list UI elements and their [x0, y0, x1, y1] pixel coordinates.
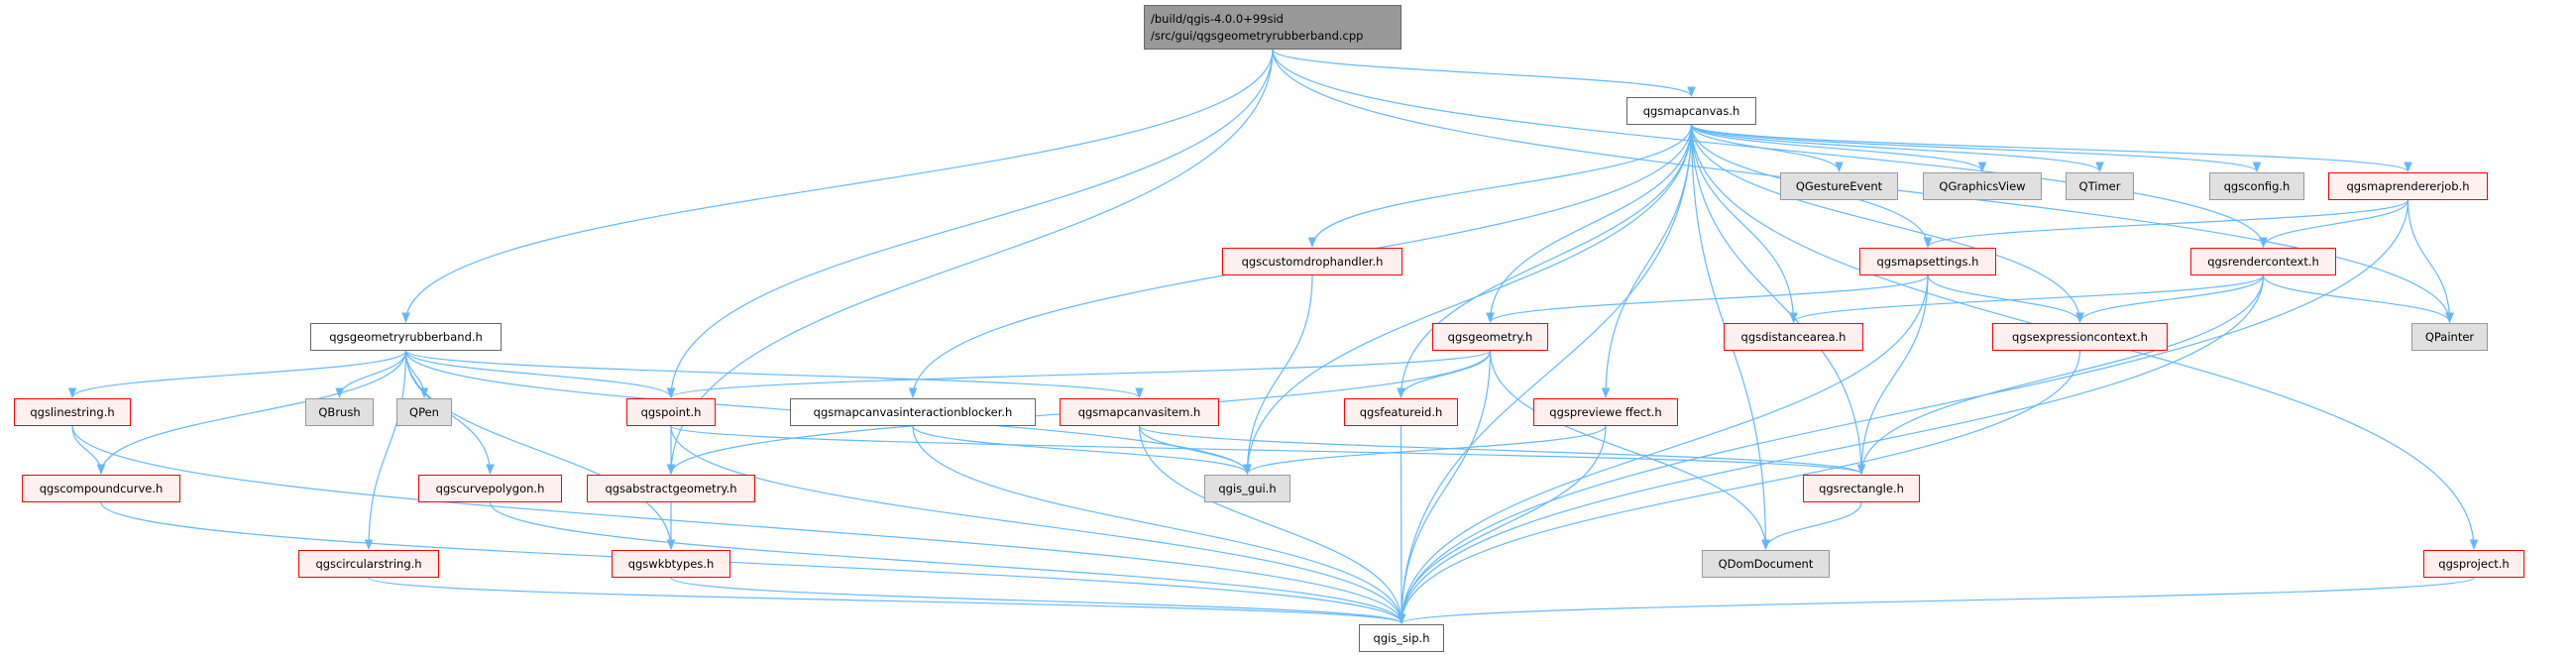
node-featureid[interactable]: qgsfeatureid.h [1344, 398, 1458, 426]
edge-rendercontext-to-distancearea [1789, 274, 2265, 324]
edge-project-to-sip [1398, 577, 2475, 625]
edge-rendercontext-to-qpainter [2262, 274, 2454, 324]
edge-rendercontext-to-expressioncontext [2075, 274, 2265, 324]
root-path-line2: /src/gui/qgsgeometryrubberband.cpp [1151, 28, 1364, 43]
node-rubberband[interactable]: qgsgeometryrubberband.h [310, 323, 502, 351]
edge-curvepolygon-to-sip [489, 501, 1406, 625]
edge-rubberband-to-compoundcurve [96, 350, 407, 476]
node-customdrop[interactable]: qgscustomdrophandler.h [1222, 248, 1402, 275]
edge-compoundcurve-to-sip [100, 501, 1406, 625]
edge-rubberband-to-wkbtypes [404, 350, 676, 551]
edge-expressioncontext-to-sip [1397, 350, 2081, 625]
node-mapcanvas[interactable]: qgsmapcanvas.h [1626, 97, 1756, 125]
edge-root-to-rubberband [401, 49, 1274, 324]
node-canvasitem[interactable]: qgsmapcanvasitem.h [1060, 398, 1219, 426]
node-point[interactable]: qgspoint.h [626, 398, 716, 426]
node-curvepolygon[interactable]: qgscurvepolygon.h [418, 475, 562, 502]
root-file-node[interactable]: /build/qgis-4.0.0+99sid /src/gui/qgsgeom… [1144, 5, 1401, 50]
node-blocker[interactable]: qgsmapcanvasinteractionblocker.h [790, 398, 1036, 426]
node-gui[interactable]: qgis_gui.h [1204, 475, 1290, 502]
edge-mapsettings-to-geometry [1486, 274, 1929, 324]
edge-mapcanvas-to-rendererjob [1690, 124, 2412, 173]
node-abstractgeometry[interactable]: qgsabstractgeometry.h [587, 475, 755, 502]
node-qpainter[interactable]: QPainter [2411, 323, 2488, 351]
edge-mapcanvas-to-config [1690, 124, 2262, 173]
edge-rubberband-to-qbrush [335, 350, 407, 399]
edge-rubberband-to-linestring [67, 350, 407, 399]
edge-mapcanvas-to-distancearea [1690, 124, 1798, 324]
edge-mapsettings-to-expressioncontext [1927, 274, 2084, 324]
node-qtimer[interactable]: QTimer [2066, 172, 2134, 200]
edge-root-to-mapcanvas [1272, 49, 1696, 98]
edge-mapcanvas-to-featureid [1397, 124, 1693, 399]
node-linestring[interactable]: qgslinestring.h [14, 398, 131, 426]
edge-canvasitem-to-gui [1138, 425, 1252, 476]
edge-mapcanvas-to-qgraphicsview [1690, 124, 1987, 173]
node-sip[interactable]: qgis_sip.h [1359, 624, 1444, 652]
edge-linestring-to-compoundcurve [71, 425, 106, 476]
node-geometry[interactable]: qgsgeometry.h [1432, 323, 1548, 351]
edge-rectangle-to-qdomdocument [1761, 501, 1862, 551]
node-qgraphicsview[interactable]: QGraphicsView [1923, 172, 2042, 200]
edge-featureid-to-sip [1397, 425, 1406, 625]
edge-canvasitem-to-rectangle [1138, 425, 1866, 476]
edge-rubberband-to-point [404, 350, 676, 399]
edge-previeweffect-to-gui [1243, 425, 1607, 476]
edge-previeweffect-to-sip [1397, 425, 1607, 625]
edge-wkbtypes-to-sip [670, 577, 1405, 625]
edge-rendererjob-to-qpainter [2407, 199, 2454, 324]
edge-mapsettings-to-rectangle [1856, 274, 1929, 476]
edge-canvasitem-to-sip [1138, 425, 1406, 625]
edge-rubberband-to-canvasitem [404, 350, 1144, 399]
node-compoundcurve[interactable]: qgscompoundcurve.h [22, 475, 180, 502]
node-qbrush[interactable]: QBrush [305, 398, 374, 426]
edge-blocker-to-sip [912, 425, 1406, 625]
node-circularstring[interactable]: qgscircularstring.h [298, 550, 439, 578]
edge-mapcanvas-to-rectangle [1690, 124, 1866, 476]
node-qgestureevent[interactable]: QGestureEvent [1780, 172, 1898, 200]
root-path-line1: /build/qgis-4.0.0+99sid [1151, 11, 1284, 26]
edge-linestring-to-sip [71, 425, 1406, 625]
edge-blocker-to-gui [912, 425, 1252, 476]
edge-mapsettings-to-sip [1397, 274, 1929, 625]
edge-geometry-to-sip [1397, 350, 1492, 625]
edge-geometry-to-featureid [1397, 350, 1492, 399]
edge-rendercontext-to-sip [1397, 274, 2265, 625]
node-rendercontext[interactable]: qgsrendercontext.h [2190, 248, 2336, 275]
edge-geometry-to-point [667, 350, 1492, 399]
node-project[interactable]: qgsproject.h [2423, 550, 2524, 578]
edge-mapcanvas-to-previeweffect [1601, 124, 1693, 399]
edge-mapcanvas-to-gui [1243, 124, 1693, 476]
node-config[interactable]: qgsconfig.h [2209, 172, 2304, 200]
edge-mapcanvas-to-qgestureevent [1690, 124, 1844, 173]
node-wkbtypes[interactable]: qgswkbtypes.h [612, 550, 730, 578]
edge-geometry-to-qdomdocument [1489, 350, 1770, 551]
edge-rendercontext-to-rectangle [1856, 274, 2265, 476]
node-mapsettings[interactable]: qgsmapsettings.h [1859, 248, 1996, 275]
edge-rubberband-to-circularstring [364, 350, 407, 551]
node-rendererjob[interactable]: qgsmaprendererjob.h [2328, 172, 2488, 200]
edge-mapcanvas-to-expressioncontext [1690, 124, 2084, 324]
edge-point-to-sip [670, 425, 1406, 625]
edge-root-to-point [666, 49, 1274, 399]
edge-circularstring-to-sip [368, 577, 1405, 625]
node-qpen[interactable]: QPen [396, 398, 452, 426]
edge-mapcanvas-to-sip [1397, 124, 1693, 625]
edge-mapcanvas-to-geometry [1486, 124, 1693, 324]
edge-point-to-rectangle [670, 425, 1865, 476]
edge-rendererjob-to-rendercontext [2259, 199, 2409, 249]
node-expressioncontext[interactable]: qgsexpressioncontext.h [1992, 323, 2168, 351]
node-rectangle[interactable]: qgsrectangle.h [1803, 475, 1920, 502]
node-qdomdocument[interactable]: QDomDocument [1702, 550, 1830, 578]
node-previeweffect[interactable]: qgspreviewe ffect.h [1533, 398, 1678, 426]
edge-mapcanvas-to-qtimer [1690, 124, 2104, 173]
node-distancearea[interactable]: qgsdistancearea.h [1724, 323, 1863, 351]
edge-rendererjob-to-mapsettings [1923, 199, 2409, 249]
edge-customdrop-to-gui [1243, 274, 1313, 476]
edge-root-to-abstractgeometry [666, 49, 1274, 476]
edge-mapcanvas-to-customdrop [1307, 124, 1693, 249]
edge-rendererjob-to-sip [1397, 199, 2409, 625]
